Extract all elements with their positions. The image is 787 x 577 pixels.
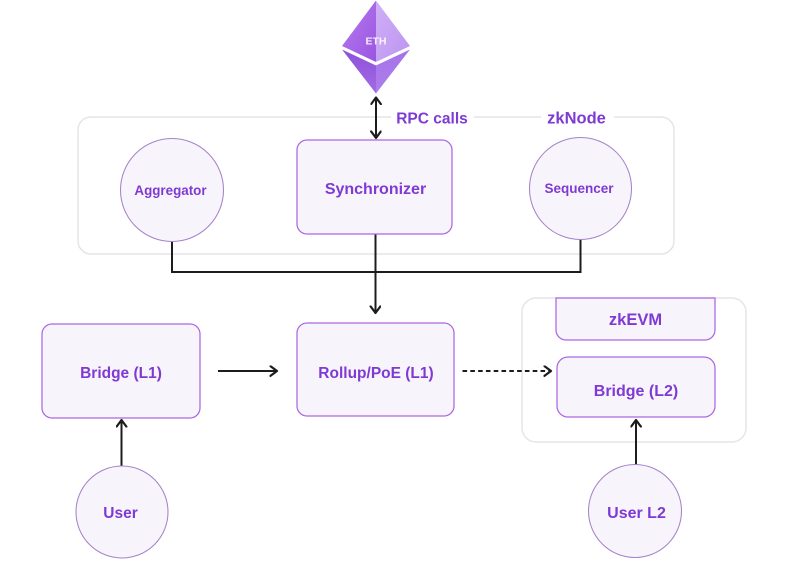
svg-text:zkEVM: zkEVM — [609, 311, 662, 329]
svg-text:User: User — [103, 505, 137, 522]
svg-text:ETH: ETH — [366, 36, 387, 48]
svg-text:Aggregator: Aggregator — [134, 183, 207, 198]
svg-text:RPC calls: RPC calls — [396, 111, 468, 128]
svg-text:Synchronizer: Synchronizer — [325, 181, 426, 198]
svg-text:zkNode: zkNode — [547, 110, 606, 128]
svg-text:Bridge (L2): Bridge (L2) — [594, 383, 678, 400]
svg-text:Bridge (L1): Bridge (L1) — [80, 365, 162, 382]
svg-text:Sequencer: Sequencer — [544, 181, 614, 196]
svg-text:Rollup/PoE (L1): Rollup/PoE (L1) — [318, 365, 433, 382]
svg-text:User L2: User L2 — [607, 505, 666, 522]
